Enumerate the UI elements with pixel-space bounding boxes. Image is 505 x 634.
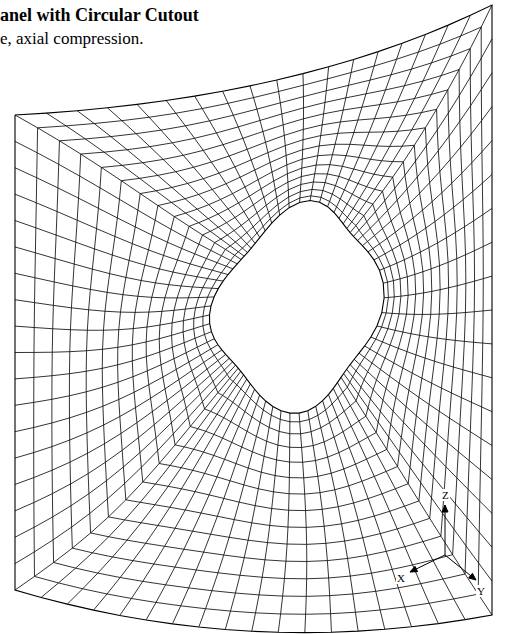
mesh-line bbox=[316, 406, 358, 631]
mesh-line bbox=[159, 165, 415, 478]
mesh-line bbox=[299, 413, 307, 633]
mesh-lines bbox=[15, 5, 492, 633]
mesh-line bbox=[333, 388, 438, 623]
mesh-line bbox=[15, 5, 492, 633]
arrow-head bbox=[442, 505, 448, 512]
subtitle-note: e, axial compression. bbox=[0, 30, 144, 49]
mesh-line bbox=[359, 353, 492, 445]
mesh-line bbox=[107, 108, 251, 249]
figure-title: anel with Circular Cutout bbox=[0, 6, 199, 26]
mesh-line bbox=[15, 194, 228, 274]
mesh-line bbox=[15, 168, 233, 269]
mesh-line bbox=[69, 70, 465, 579]
mesh-line bbox=[15, 332, 211, 379]
axis-label: Z bbox=[441, 489, 450, 501]
mesh-line bbox=[277, 80, 289, 208]
mesh-line bbox=[194, 189, 395, 433]
mesh-line bbox=[15, 141, 237, 263]
mesh-line bbox=[368, 141, 492, 252]
mesh-line bbox=[223, 91, 272, 223]
mesh-line bbox=[377, 326, 492, 344]
mesh-line bbox=[15, 358, 229, 511]
mesh-line bbox=[15, 339, 214, 406]
mesh-line bbox=[166, 100, 260, 237]
arrow-head bbox=[469, 573, 476, 580]
mesh-line bbox=[146, 389, 254, 620]
mesh-line bbox=[52, 49, 475, 597]
mesh-line bbox=[15, 315, 209, 330]
mesh-line bbox=[172, 174, 409, 462]
mesh-line bbox=[183, 182, 401, 448]
mesh-line bbox=[86, 90, 457, 562]
arrow-head bbox=[410, 566, 418, 572]
mesh-line bbox=[15, 221, 223, 282]
mesh-line bbox=[15, 365, 236, 564]
mesh-line bbox=[199, 401, 266, 627]
axis-triad bbox=[410, 505, 476, 580]
mesh-line bbox=[323, 401, 385, 630]
mesh-line bbox=[209, 201, 384, 414]
mesh-line bbox=[15, 115, 241, 259]
mesh-line bbox=[337, 383, 465, 620]
mesh-line bbox=[102, 109, 448, 544]
mesh-line bbox=[15, 368, 238, 590]
mesh-line bbox=[15, 350, 222, 458]
axis-line bbox=[445, 555, 476, 580]
mesh-line bbox=[382, 310, 492, 314]
mesh-line bbox=[308, 411, 332, 633]
mesh-line bbox=[350, 365, 492, 514]
axis-line bbox=[410, 555, 445, 572]
mesh-line bbox=[15, 300, 211, 313]
axis-label: Y bbox=[476, 585, 486, 597]
mesh-line bbox=[146, 155, 423, 494]
mesh-line bbox=[118, 128, 441, 528]
mesh-line bbox=[300, 74, 304, 203]
mesh-line bbox=[250, 86, 280, 215]
mesh-line bbox=[34, 27, 484, 614]
axis-label: X bbox=[396, 572, 406, 584]
mesh-line bbox=[15, 247, 218, 289]
mesh-line bbox=[15, 362, 233, 537]
mesh-line bbox=[132, 144, 431, 510]
